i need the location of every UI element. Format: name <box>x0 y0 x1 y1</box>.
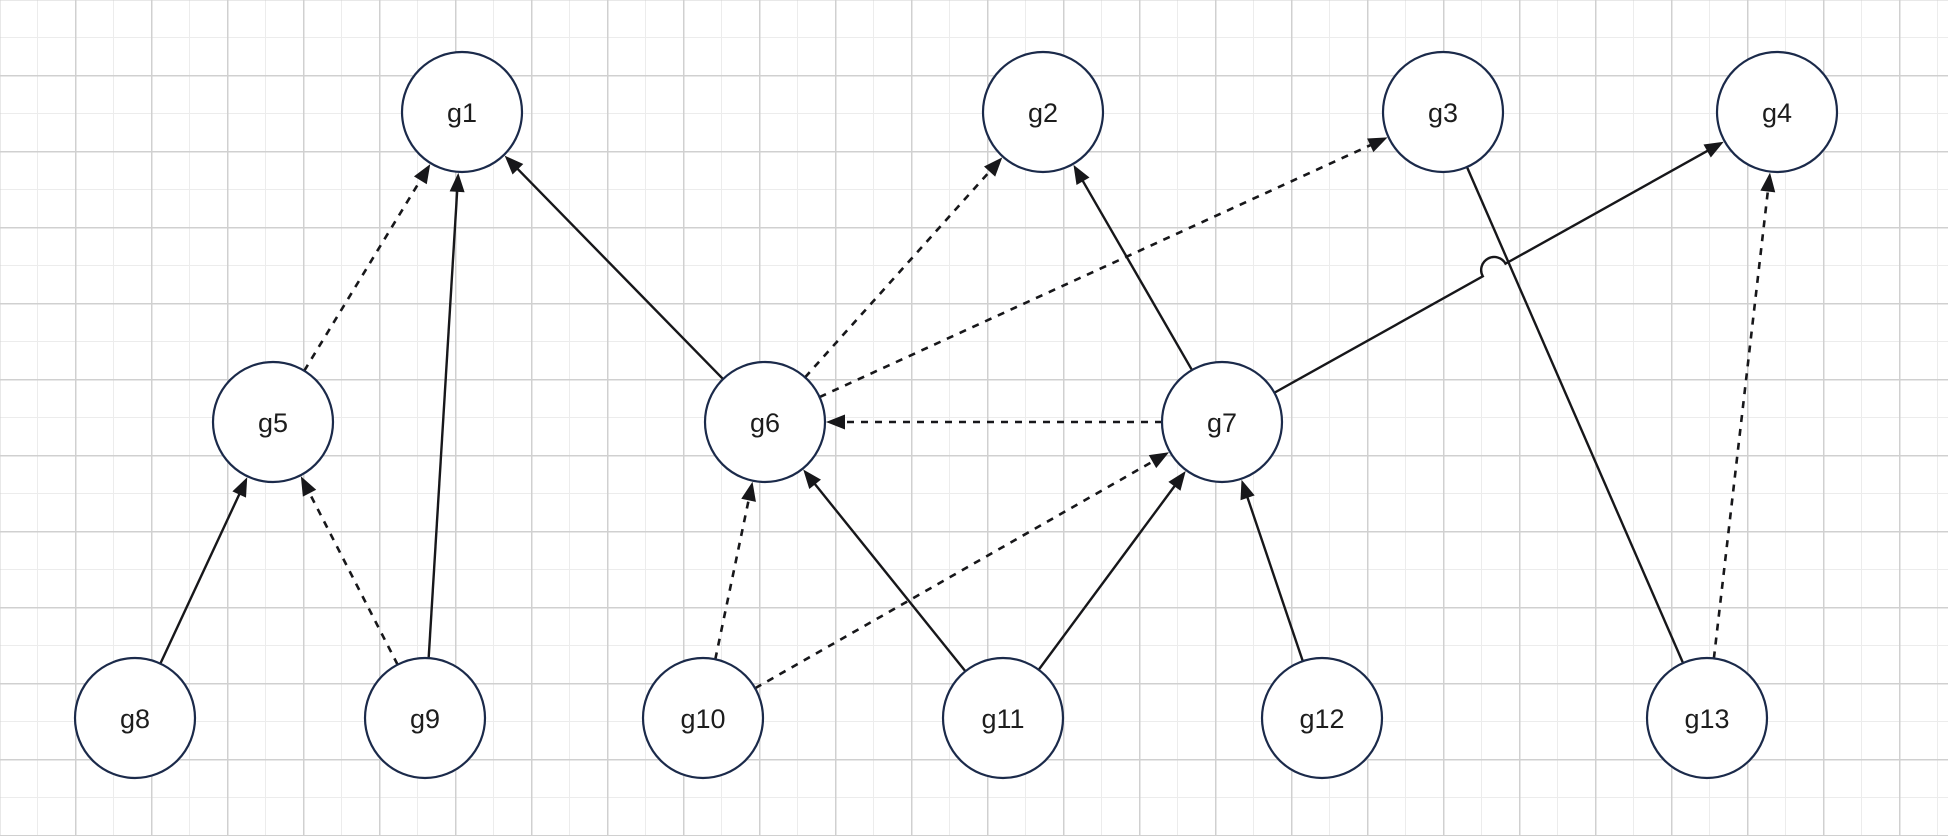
node-g6[interactable]: g6 <box>703 360 827 484</box>
node-circle-g10[interactable] <box>641 656 765 780</box>
edge-g7-to-g4[interactable] <box>1273 148 1711 394</box>
node-circle-g8[interactable] <box>73 656 197 780</box>
arrowhead-icon-g12-g7 <box>1240 479 1255 501</box>
edge-g6-to-g1[interactable] <box>514 166 724 380</box>
arrowhead-icon-g6-g2 <box>984 157 1003 177</box>
arrowhead-icon-g7-g6 <box>826 414 845 430</box>
node-g8[interactable]: g8 <box>73 656 197 780</box>
edge-g10-to-g6[interactable] <box>714 497 751 660</box>
arrowhead-icon-g10-g6 <box>741 481 756 502</box>
node-g1[interactable]: g1 <box>400 50 524 174</box>
node-g9[interactable]: g9 <box>363 656 487 780</box>
arrowhead-icon-g11-g7 <box>1168 471 1186 491</box>
arrowhead-icon-g7-g4 <box>1703 141 1724 158</box>
node-g11[interactable]: g11 <box>941 656 1065 780</box>
node-g4[interactable]: g4 <box>1715 50 1839 174</box>
arrowhead-icon-g9-g1 <box>449 172 465 193</box>
edge-g11-to-g7[interactable] <box>1037 483 1178 671</box>
node-circle-g1[interactable] <box>400 50 524 174</box>
edge-g13-to-g4[interactable] <box>1712 188 1770 659</box>
arrowhead-icon-g10-g7 <box>1148 452 1170 469</box>
edge-g6-to-g3[interactable] <box>819 142 1374 399</box>
edge-g12-to-g7[interactable] <box>1245 494 1304 662</box>
arrowhead-icon-g6-g1 <box>504 155 524 175</box>
node-g2[interactable]: g2 <box>981 50 1105 174</box>
arrowhead-icon-g7-g2 <box>1073 164 1090 186</box>
node-circle-g9[interactable] <box>363 656 487 780</box>
edge-g7-to-g2[interactable] <box>1080 178 1194 371</box>
arrowhead-icon-g8-g5 <box>232 477 248 498</box>
arrowhead-icon-g13-g4 <box>1760 172 1776 193</box>
edge-g3-to-g13[interactable] <box>1465 166 1685 664</box>
edge-g10-to-g7[interactable] <box>754 459 1156 690</box>
edges-layer <box>159 137 1776 690</box>
edge-g9-to-g1[interactable] <box>427 188 459 659</box>
node-g5[interactable]: g5 <box>211 360 335 484</box>
arrowhead-icon-g5-g1 <box>413 164 431 185</box>
edge-g9-to-g5[interactable] <box>307 489 399 666</box>
node-g13[interactable]: g13 <box>1645 656 1769 780</box>
node-g3[interactable]: g3 <box>1381 50 1505 174</box>
node-circle-g7[interactable] <box>1160 360 1284 484</box>
node-circle-g6[interactable] <box>703 360 827 484</box>
node-circle-g11[interactable] <box>941 656 1065 780</box>
node-g7[interactable]: g7 <box>1160 360 1284 484</box>
node-circle-g4[interactable] <box>1715 50 1839 174</box>
node-circle-g3[interactable] <box>1381 50 1505 174</box>
node-g12[interactable]: g12 <box>1260 656 1384 780</box>
edge-g6-to-g2[interactable] <box>804 168 993 379</box>
node-circle-g5[interactable] <box>211 360 335 484</box>
node-circle-g12[interactable] <box>1260 656 1384 780</box>
node-g10[interactable]: g10 <box>641 656 765 780</box>
node-circle-g13[interactable] <box>1645 656 1769 780</box>
arrowhead-icon-g9-g5 <box>300 476 317 497</box>
node-circle-g2[interactable] <box>981 50 1105 174</box>
edge-g8-to-g5[interactable] <box>159 491 242 665</box>
edge-g11-to-g6[interactable] <box>812 481 967 672</box>
nodes-layer: g1 g2 g3 g4 g5 g6 g7 g8 g9 g10 g11 g12 g13 <box>73 50 1839 780</box>
edge-g5-to-g1[interactable] <box>303 177 424 372</box>
arrowhead-icon-g11-g6 <box>803 469 821 490</box>
arrowhead-icon-g6-g3 <box>1367 137 1388 153</box>
